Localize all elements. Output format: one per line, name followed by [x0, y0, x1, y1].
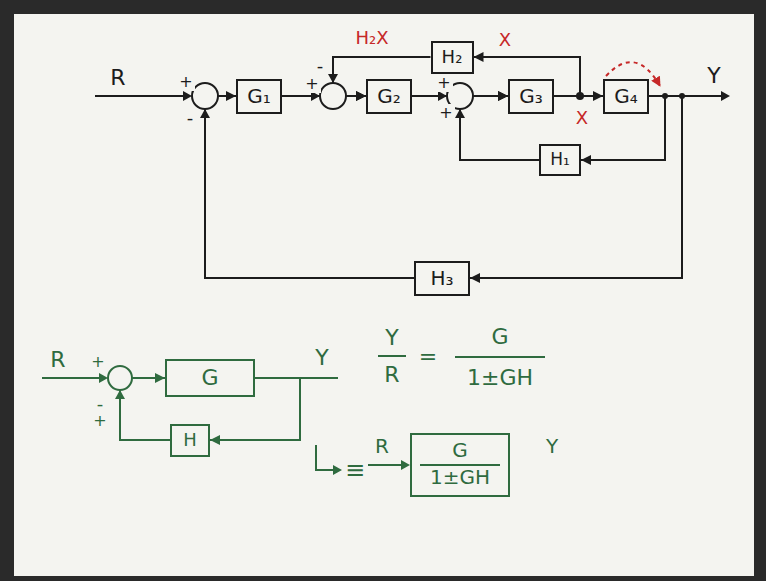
signal-name: R: [108, 66, 127, 90]
sign: +: [435, 74, 452, 92]
numerator: G: [420, 439, 500, 466]
output-line: [300, 377, 338, 379]
block-label: G: [201, 365, 218, 390]
block-label: H: [183, 430, 197, 451]
signal-name: R: [48, 348, 67, 372]
block-label: G₁: [247, 85, 271, 108]
equivalence-arrow: [316, 445, 334, 470]
sign: -: [185, 108, 196, 128]
block-label: H₃: [430, 267, 453, 290]
feedback-box: H₃: [414, 261, 470, 296]
equation-term: 1±GH: [465, 366, 535, 390]
feedback-box: H₂: [431, 41, 474, 74]
sign: -: [95, 394, 106, 414]
paper-sheet: [14, 14, 754, 576]
block-box: G₁: [236, 79, 282, 114]
signal-connector: [120, 378, 170, 440]
block-box: G₄: [603, 79, 649, 114]
signal-name: X: [497, 30, 513, 50]
summing-junction: [192, 83, 218, 109]
fraction-bar: [378, 355, 406, 357]
feedback-box: H₁: [539, 144, 581, 176]
block-box: G: [165, 359, 255, 397]
fraction-bar: [455, 356, 545, 358]
block-label: H₂: [442, 47, 463, 68]
block-label: G₃: [519, 85, 543, 108]
input-line: [42, 377, 106, 379]
equation-term: =: [417, 345, 439, 369]
signal-name: X: [574, 108, 590, 128]
sign: +: [177, 73, 194, 91]
signal-connector: [470, 96, 682, 278]
summing-junction: [108, 366, 132, 390]
signal-name: Y: [705, 64, 722, 88]
transfer-function-box: G1±GH: [410, 433, 510, 497]
block-label: G₂: [377, 85, 401, 108]
equation-term: R: [382, 363, 401, 387]
summing-junction: [320, 83, 346, 109]
block-label: H₁: [550, 150, 570, 170]
block-label: G₄: [614, 85, 638, 108]
equation-term: G: [489, 325, 510, 349]
signal-name: R: [373, 435, 391, 457]
denominator: 1±GH: [420, 466, 500, 491]
signal-connector: [554, 95, 603, 97]
block-box: G₂: [366, 79, 412, 114]
sign: +: [91, 412, 108, 430]
arrow-head: [333, 465, 342, 475]
equation-term: Y: [383, 326, 400, 350]
input-line: [368, 464, 402, 466]
sign: +: [437, 104, 454, 122]
input-line: [95, 95, 190, 97]
signal-name: H₂X: [353, 28, 390, 48]
signal-connector: [205, 96, 414, 278]
block-box: G₃: [508, 79, 554, 114]
arrow-head: [99, 373, 108, 383]
equivalence-sign: ≡: [343, 457, 367, 483]
feedback-box: H: [170, 424, 210, 457]
sign: +: [89, 353, 106, 371]
arrow-head: [183, 91, 192, 101]
arrow-head: [401, 460, 410, 470]
signal-name: Y: [544, 435, 560, 457]
sign: -: [315, 56, 326, 76]
sign: +: [303, 75, 320, 93]
arrow-head: [721, 91, 730, 101]
signal-name: Y: [313, 346, 330, 370]
